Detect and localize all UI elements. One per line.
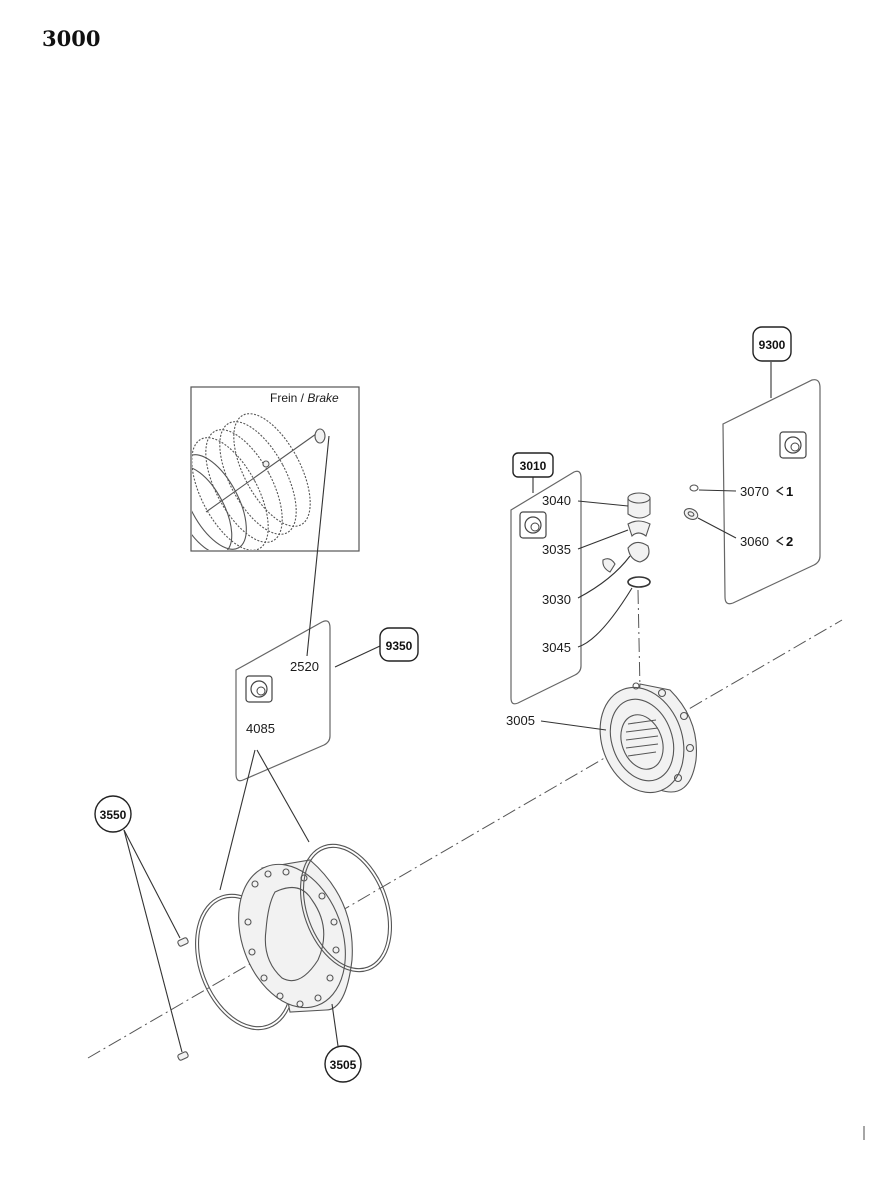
kit-label-9350: 9350 — [386, 639, 413, 653]
brake-inset-label: Frein / Brake — [270, 391, 339, 405]
part-3060-illustration — [683, 508, 699, 520]
leader-3005 — [540, 720, 607, 731]
seal-kit-icon — [779, 431, 807, 459]
part-label-3005: 3005 — [506, 713, 535, 728]
part-label-2520: 2520 — [290, 659, 319, 674]
part-label-3070: 3070 — [740, 484, 769, 499]
part-3045-illustration — [627, 576, 651, 588]
leader-3550-b — [123, 829, 183, 1053]
part-3005-bearing-illustration — [599, 682, 698, 794]
quantity-arrow-icon — [775, 536, 784, 546]
part-label-3045: 3045 — [542, 640, 571, 655]
part-label-4085: 4085 — [246, 721, 275, 736]
quantity-3060: 2 — [786, 534, 793, 549]
part-3040-illustration — [627, 492, 651, 519]
cartridge-axis-line — [637, 589, 641, 691]
kit-tag-9300[interactable]: 9300 — [752, 326, 792, 362]
seal-kit-icon — [245, 675, 273, 703]
leader-3040 — [577, 500, 629, 507]
part-label-3035: 3035 — [542, 542, 571, 557]
part-label-3040: 3040 — [542, 493, 571, 508]
part-3030-illustration — [602, 541, 650, 573]
part-label-3030: 3030 — [542, 592, 571, 607]
part-3070-illustration — [689, 484, 699, 492]
leader-3505 — [331, 1003, 339, 1047]
leader-2520 — [306, 435, 330, 657]
kit-label-3010: 3010 — [520, 459, 547, 473]
kit-label-3505: 3505 — [330, 1058, 357, 1072]
quantity-arrow-icon — [775, 486, 784, 496]
leader-4085-a — [219, 749, 256, 891]
part-3035-illustration — [627, 520, 651, 538]
kit-tag-3505[interactable]: 3505 — [324, 1045, 362, 1083]
kit-tag-9350[interactable]: 9350 — [379, 627, 419, 662]
kit-label-9300: 9300 — [759, 338, 786, 352]
brake-inset: Frein / Brake — [190, 386, 360, 552]
kit-tag-3550[interactable]: 3550 — [94, 795, 132, 833]
leader-3550-a — [123, 829, 181, 939]
quantity-3070: 1 — [786, 484, 793, 499]
kit-card-3010[interactable] — [510, 470, 582, 705]
kit-card-9300[interactable] — [722, 379, 821, 605]
leader-3070 — [698, 489, 737, 492]
part-3505-housing-illustration — [238, 859, 353, 1013]
kit-label-3550: 3550 — [100, 808, 127, 822]
leader-4085-b — [256, 749, 310, 843]
kit-tag-3010[interactable]: 3010 — [512, 452, 554, 478]
center-axis-line — [87, 619, 843, 1059]
brake-discs-illustration — [192, 413, 326, 550]
seal-kit-icon — [519, 511, 547, 539]
o-ring-rear-illustration — [299, 843, 393, 973]
leader-3035 — [577, 529, 629, 550]
leader-3045 — [577, 587, 633, 648]
screw-upper-illustration — [177, 937, 189, 947]
kit-card-9350[interactable] — [235, 620, 331, 782]
brake-pin-icon — [314, 428, 326, 444]
screw-lower-illustration — [177, 1051, 189, 1061]
brake-inset-frame — [190, 386, 360, 552]
part-label-3060: 3060 — [740, 534, 769, 549]
leader-3030 — [577, 555, 631, 599]
leader-9350 — [334, 645, 381, 668]
page-title: 3000 — [42, 26, 101, 51]
leader-3060 — [697, 517, 737, 539]
